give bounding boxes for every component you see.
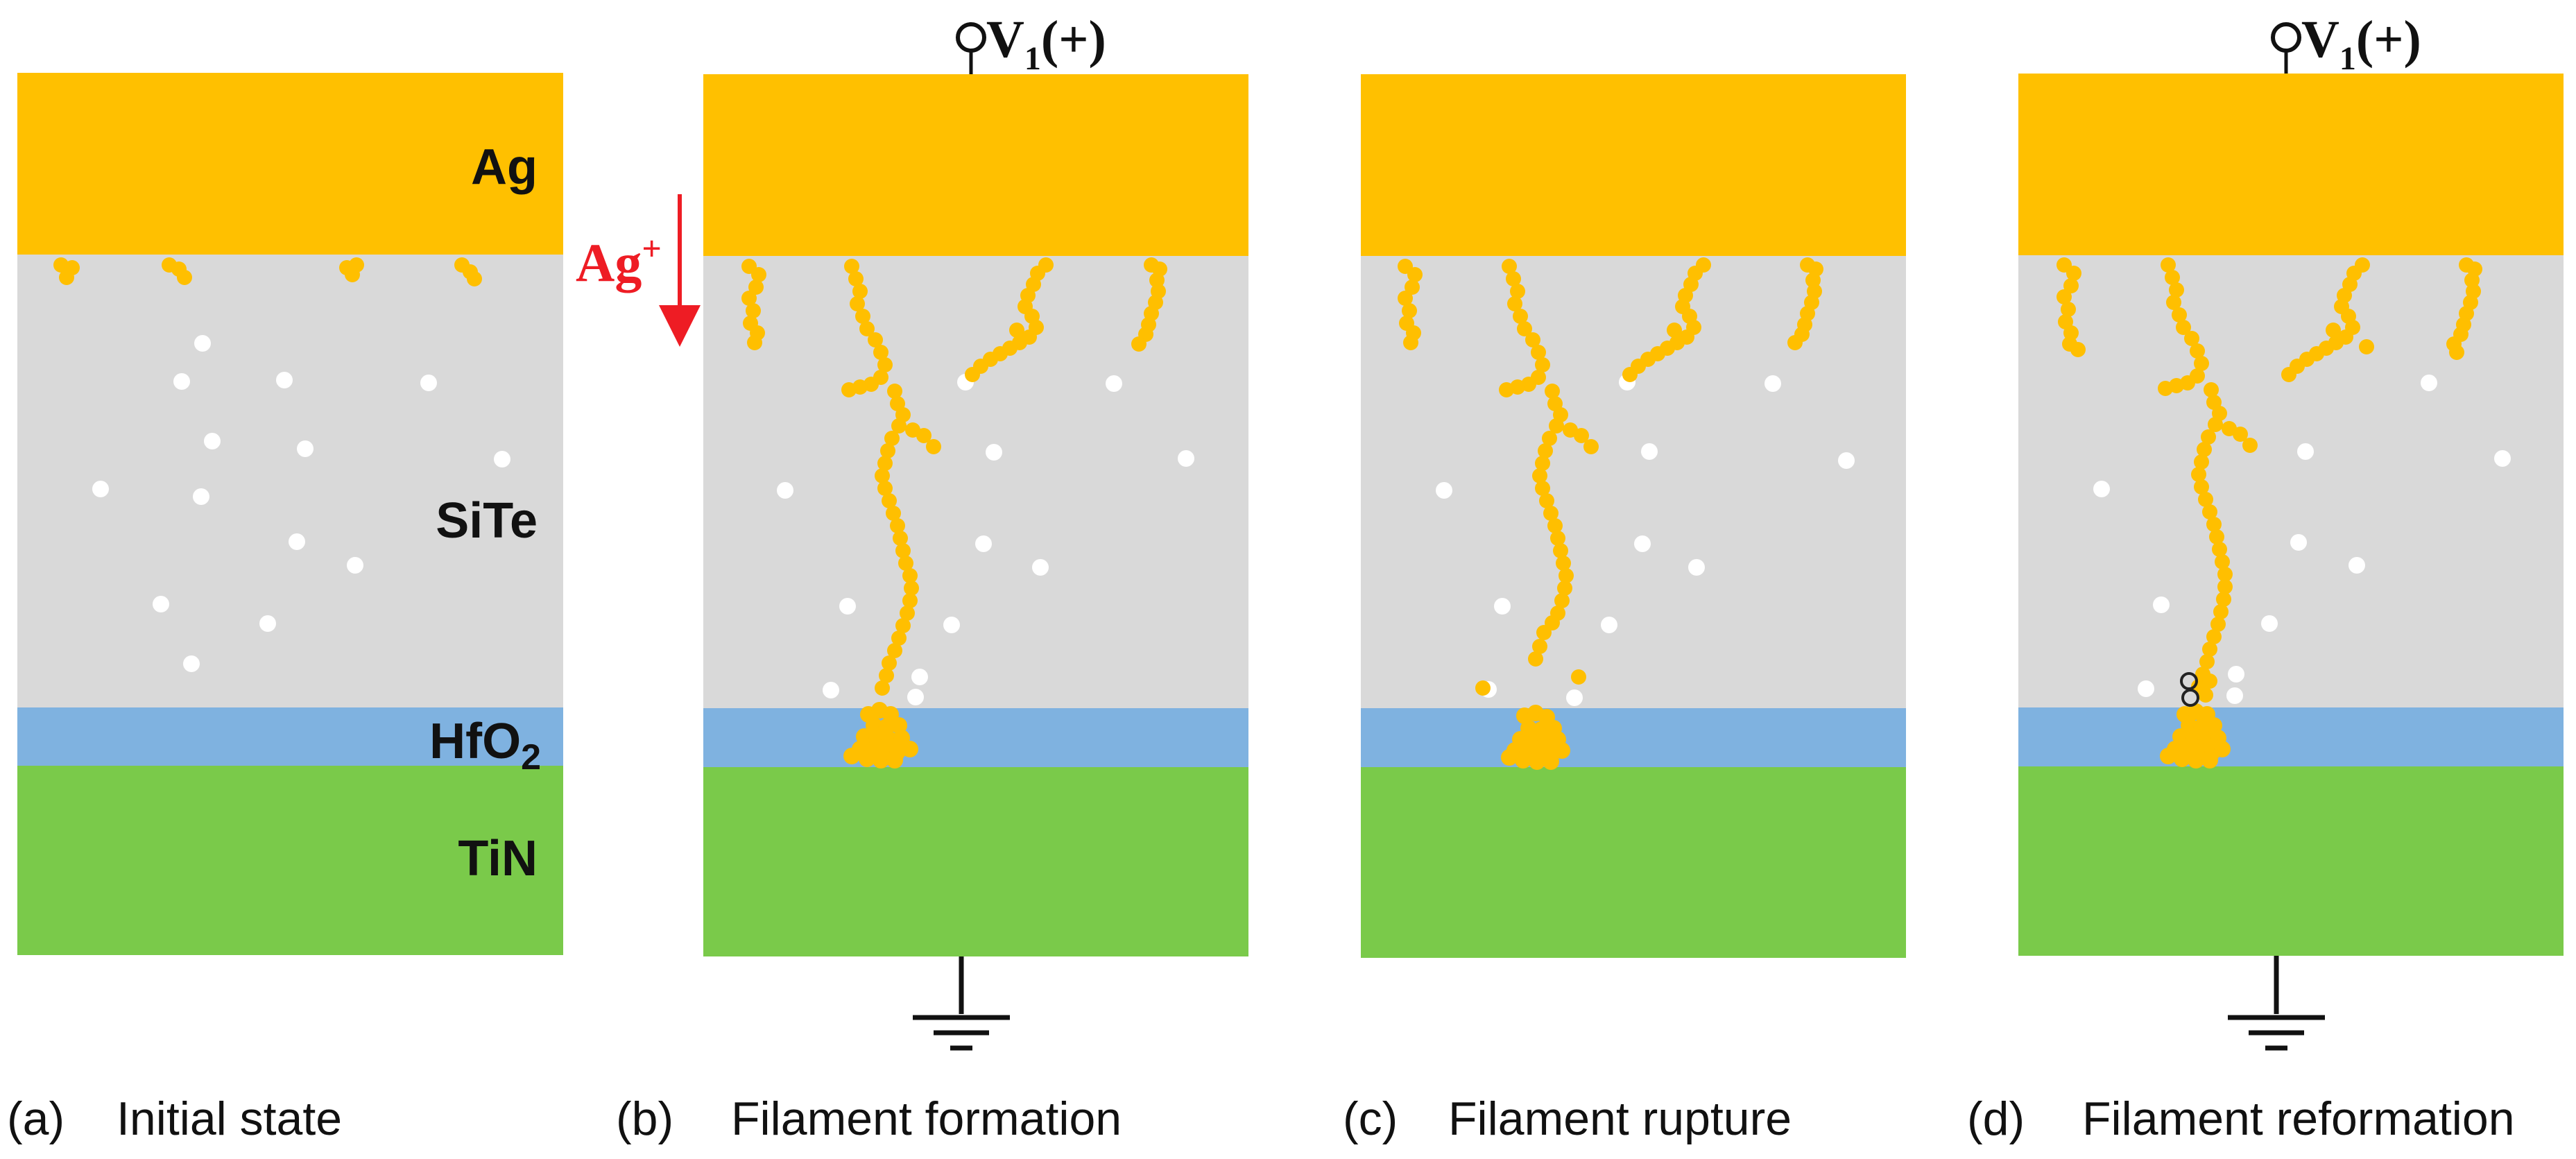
caption-title: Filament formation [731, 1092, 1122, 1145]
ag-layer [2018, 74, 2564, 255]
caption-tag: (c) [1343, 1092, 1398, 1145]
caption-b: (b) Filament formation [616, 1092, 1122, 1145]
panel-a: Ag SiTe HfO2 TiN [17, 73, 563, 955]
panel-d: V1(+) [2018, 10, 2564, 1051]
caption-a: (a) Initial state [7, 1092, 342, 1145]
voltage-label: V1(+) [2301, 10, 2421, 77]
hfo2-layer [1361, 708, 1906, 767]
caption-title: Filament reformation [2082, 1092, 2515, 1145]
caption-tag: (a) [7, 1092, 65, 1145]
panel-c [1361, 74, 1906, 958]
site-layer [2018, 255, 2564, 707]
tin-label: TiN [458, 831, 538, 886]
ground-symbol-icon [2228, 956, 2325, 1051]
tin-layer [2018, 766, 2564, 956]
caption-title: Filament rupture [1448, 1092, 1792, 1145]
ag-layer [703, 74, 1248, 256]
tin-layer [703, 767, 1248, 956]
caption-tag: (b) [616, 1092, 673, 1145]
site-layer [703, 256, 1248, 708]
caption-tag: (d) [1967, 1092, 2025, 1145]
filament-b [741, 257, 1167, 769]
voltage-terminal-b: V1(+) [956, 10, 1106, 77]
filament-c [1398, 257, 1823, 770]
voltage-terminal-icon [956, 22, 986, 53]
vacancies [92, 335, 510, 672]
ag-layer [1361, 74, 1906, 256]
ag-layer [17, 73, 563, 255]
ag-label: Ag [471, 139, 538, 195]
caption-c: (c) Filament rupture [1343, 1092, 1792, 1145]
hfo2-label: HfO2 [429, 714, 541, 778]
caption-d: (d) Filament reformation [1967, 1092, 2515, 1145]
site-layer [1361, 256, 1906, 708]
voltage-label: V1(+) [986, 10, 1106, 77]
site-layer [17, 255, 563, 707]
ag-nuclei [53, 257, 482, 286]
ground-symbol-icon [913, 956, 1010, 1051]
tin-layer [17, 766, 563, 955]
hfo2-layer [17, 707, 563, 766]
ion-label: Ag+ [576, 229, 662, 293]
voltage-terminal-d: V1(+) [2271, 10, 2421, 77]
filament-d [2056, 257, 2482, 769]
tin-layer [1361, 767, 1906, 958]
hfo2-layer [2018, 707, 2564, 766]
hfo2-layer [703, 708, 1248, 767]
panel-b: Ag+ V1(+) [576, 10, 1248, 1051]
vacancies [2093, 375, 2511, 704]
voltage-terminal-icon [2271, 22, 2301, 53]
site-label: SiTe [436, 493, 538, 549]
caption-title: Initial state [117, 1092, 342, 1145]
open-circle-markers [2180, 672, 2199, 707]
